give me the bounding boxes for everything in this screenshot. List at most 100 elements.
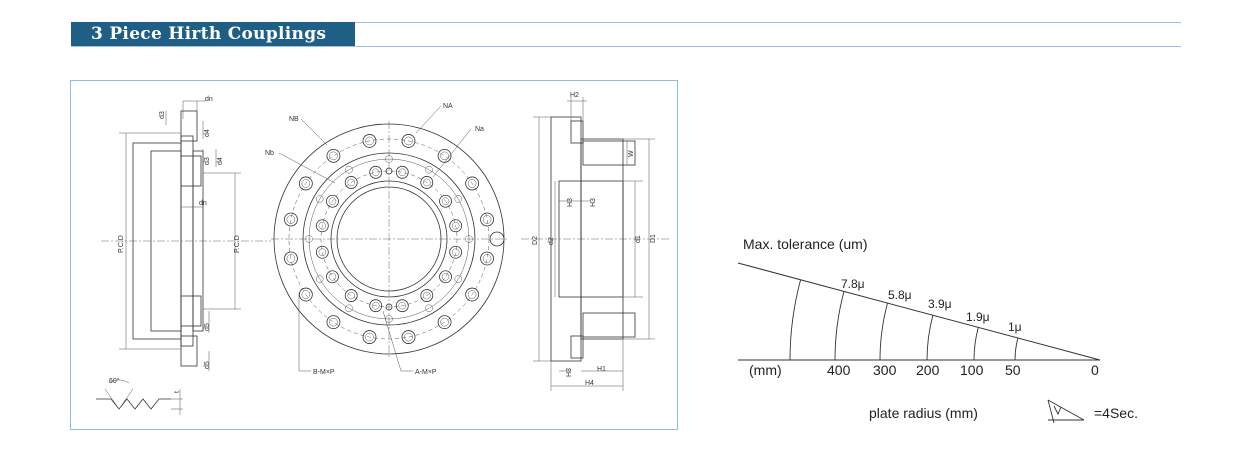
inner-bolt-hole (439, 194, 452, 208)
label-d5-a: d5 (204, 323, 211, 331)
inner-bolt-hole (326, 194, 339, 208)
label-h4: H4 (585, 380, 594, 387)
tolerance-value-label: 1.9μ (966, 310, 990, 324)
label-d1-cap: D1 (650, 234, 657, 243)
outer-bolt-hole-inner (286, 215, 296, 224)
title-rule (355, 22, 1181, 23)
left-section-view: d3 dn d4 d3 d4 dn P.C.D P.C.D d5 d5 60° … (96, 96, 271, 415)
mid-bolt-hole (345, 165, 353, 174)
mid-bolt-hole (425, 304, 433, 313)
radius-tick-label: 50 (1005, 362, 1021, 378)
outer-bolt-hole (326, 315, 341, 330)
legend-text: =4Sec. (1094, 405, 1138, 421)
angle-legend-icon (1047, 399, 1085, 424)
mid-bolt-hole (454, 195, 463, 203)
outer-bolt-hole-inner (482, 215, 492, 224)
outer-bolt-hole-inner (301, 179, 311, 188)
radius-tick-label: 200 (916, 362, 940, 378)
outer-bolt-holes (284, 134, 494, 344)
label-pcd-right: P.C.D (234, 235, 241, 253)
label-angle: 60° (109, 377, 120, 385)
inner-bolt-hole (420, 289, 434, 302)
inner-bolt-hole-inner (441, 273, 450, 281)
outer-bolt-hole-inner (329, 317, 338, 327)
label-pcd-left: P.C.D (118, 235, 125, 253)
label-h3-b: H3 (590, 198, 597, 207)
inner-bolt-hole-inner (347, 291, 355, 300)
label-d4-mid: d4 (217, 157, 224, 165)
mid-bolt-hole (465, 235, 473, 243)
tolerance-arc (789, 279, 802, 361)
outer-bolt-hole-inner (365, 136, 374, 146)
x-axis-title: plate radius (mm) (869, 405, 978, 421)
mid-bolt-hole (454, 275, 463, 283)
outer-bolt-hole (480, 212, 494, 227)
outer-bolt-hole-inner (404, 332, 413, 342)
label-d3-mid: d3 (204, 157, 211, 165)
inner-bolt-hole (369, 165, 383, 179)
tolerance-arc (926, 315, 934, 361)
outer-bolt-hole-inner (467, 179, 477, 188)
tolerance-labels: 7.8μ 5.8μ 3.9μ 1.9μ 1μ (841, 277, 1022, 334)
tolerance-value-label: 3.9μ (928, 297, 952, 311)
label-d2-cap: D2 (532, 236, 539, 245)
inner-bolt-hole (315, 219, 329, 233)
mid-bolt-hole (315, 195, 324, 203)
technical-drawing: d3 dn d4 d3 d4 dn P.C.D P.C.D d5 d5 60° … (96, 92, 671, 415)
tolerance-slope-line (737, 262, 1101, 361)
radius-tick-label: 400 (827, 362, 851, 378)
outer-bolt-hole (401, 134, 416, 148)
label-w: W (628, 150, 635, 157)
inner-bolt-hole (315, 245, 329, 259)
inner-bolt-hole (420, 176, 434, 189)
outer-bolt-hole-inner (329, 151, 338, 161)
inner-bolt-hole (344, 289, 358, 302)
technical-drawing-panel: d3 dn d4 d3 d4 dn P.C.D P.C.D d5 d5 60° … (70, 80, 678, 430)
inner-bolt-hole-inner (423, 178, 431, 187)
inner-bolt-hole-inner (398, 301, 407, 310)
outer-bolt-hole-inner (286, 254, 296, 263)
outer-bolt-hole (298, 176, 313, 191)
label-dn-top: dn (205, 96, 213, 103)
inner-bolt-hole-inner (423, 291, 431, 300)
label-d3-top: d3 (159, 111, 166, 119)
mid-bolt-hole (305, 235, 313, 243)
tolerance-value-label: 7.8μ (841, 277, 865, 291)
radius-tick-label: 300 (873, 362, 897, 378)
tolerance-value-label: 1μ (1008, 320, 1022, 334)
unit-label: (mm) (749, 362, 782, 378)
inner-bolt-hole (439, 270, 452, 284)
inner-bolt-hole-inner (441, 197, 450, 205)
label-nb-small: Nb (265, 150, 274, 157)
outer-bolt-hole (480, 251, 494, 266)
mid-bolt-hole (385, 155, 393, 163)
outer-bolt-hole (437, 315, 452, 330)
outer-bolt-hole-inner (440, 317, 449, 327)
inner-bolt-hole-inner (328, 197, 337, 205)
label-h2: H2 (570, 92, 579, 99)
tolerance-arc (1014, 337, 1019, 361)
outer-bolt-hole-inner (440, 151, 449, 161)
label-d4-top: d4 (204, 129, 211, 137)
tolerance-arcs (789, 279, 1019, 361)
tolerance-value-label: 5.8μ (888, 288, 912, 302)
tolerance-arc (879, 302, 888, 361)
label-na: NA (443, 103, 453, 110)
mid-bolt-hole (315, 275, 324, 283)
inner-bolt-hole-inner (451, 221, 460, 230)
radius-tick-label: 100 (960, 362, 984, 378)
inner-bolt-hole-inner (451, 248, 460, 257)
inner-bolt-hole-inner (328, 273, 337, 281)
label-dn-mid: dn (199, 200, 207, 207)
label-d2: d2 (548, 237, 555, 245)
outer-bolt-hole-inner (365, 332, 374, 342)
inner-bolt-hole (369, 299, 383, 313)
inner-bolt-holes (315, 165, 463, 313)
mid-bolt-hole (425, 165, 433, 174)
inner-bolt-hole-inner (318, 221, 327, 230)
outer-bolt-hole (284, 251, 298, 266)
outer-bolt-hole-inner (301, 290, 311, 299)
label-h1: H1 (597, 366, 606, 373)
outer-bolt-hole (326, 148, 341, 163)
